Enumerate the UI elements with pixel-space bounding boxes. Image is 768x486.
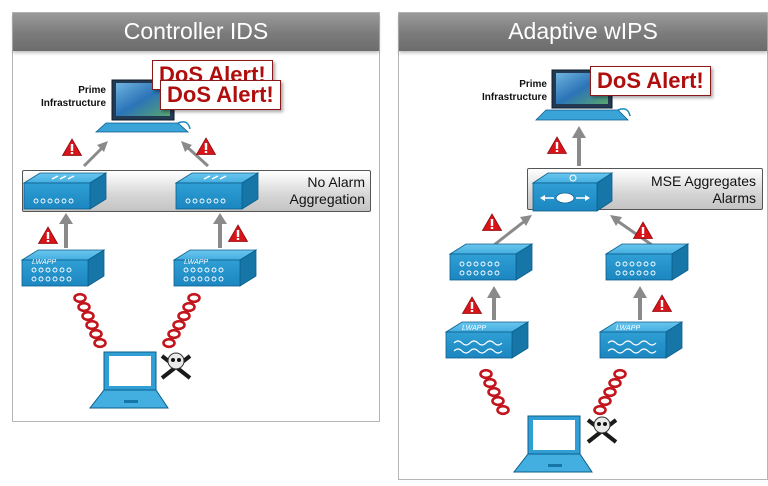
pi-label-line: Infrastructure: [40, 98, 106, 109]
aggregation-line: Aggregation: [289, 191, 365, 207]
dos-alert-callout: DoS Alert!: [160, 80, 281, 110]
switch-icon: [23, 172, 107, 210]
server-icon: [535, 69, 631, 121]
rf-signal-icon: [479, 368, 510, 416]
warning-icon: [62, 138, 82, 156]
upward-arrow: [487, 286, 647, 320]
warning-icon: [196, 137, 216, 155]
warning-icon: [462, 296, 482, 314]
rf-signal-icon: [162, 292, 201, 349]
access-point-icon: [21, 249, 105, 287]
skull-crossbones-icon: [160, 352, 192, 380]
upward-arrow: [493, 215, 653, 247]
warning-icon: [482, 213, 502, 231]
switch-icon: [175, 172, 259, 210]
upward-arrow: [59, 213, 227, 248]
pi-label-line: Infrastructure: [481, 92, 547, 103]
rf-signal-icon: [73, 292, 107, 349]
pi-label-line: Prime: [78, 85, 106, 96]
panel-title: Adaptive wIPS: [399, 13, 767, 51]
pi-label-line: Prime: [519, 79, 547, 90]
aggregation-line: MSE Aggregates: [650, 173, 756, 189]
rf-signal-icon: [593, 368, 627, 416]
aggregation-line: No Alarm: [307, 174, 365, 190]
no-alarm-aggregation-label: No Alarm Aggregation: [250, 174, 365, 208]
laptop-icon: [512, 415, 593, 473]
lwapp-label: LWAPP: [616, 325, 640, 332]
lwapp-label: LWAPP: [462, 325, 486, 332]
mse-server-icon: [531, 172, 614, 212]
upward-arrow: [572, 126, 586, 166]
access-point-icon: [173, 249, 257, 287]
switch-icon: [449, 243, 533, 281]
lwapp-label: LWAPP: [32, 259, 56, 266]
laptop-icon: [88, 351, 169, 409]
access-point-icon: [599, 321, 683, 359]
warning-icon: [228, 224, 248, 242]
aggregation-line: Alarms: [712, 190, 756, 206]
switch-icon: [605, 243, 689, 281]
lwapp-label: LWAPP: [184, 259, 208, 266]
dos-alert-callout: DoS Alert!: [590, 66, 711, 96]
mse-aggregates-alarms-label: MSE Aggregates Alarms: [620, 173, 756, 207]
prime-infrastructure-label: Prime Infrastructure: [455, 78, 547, 104]
warning-icon: [633, 221, 653, 239]
warning-icon: [547, 136, 567, 154]
warning-icon: [38, 226, 58, 244]
warning-icon: [652, 294, 672, 312]
access-point-icon: [445, 321, 529, 359]
prime-infrastructure-label: Prime Infrastructure: [30, 84, 106, 110]
panel-title: Controller IDS: [13, 13, 379, 51]
upward-arrow: [82, 141, 210, 168]
skull-crossbones-icon: [586, 416, 618, 444]
